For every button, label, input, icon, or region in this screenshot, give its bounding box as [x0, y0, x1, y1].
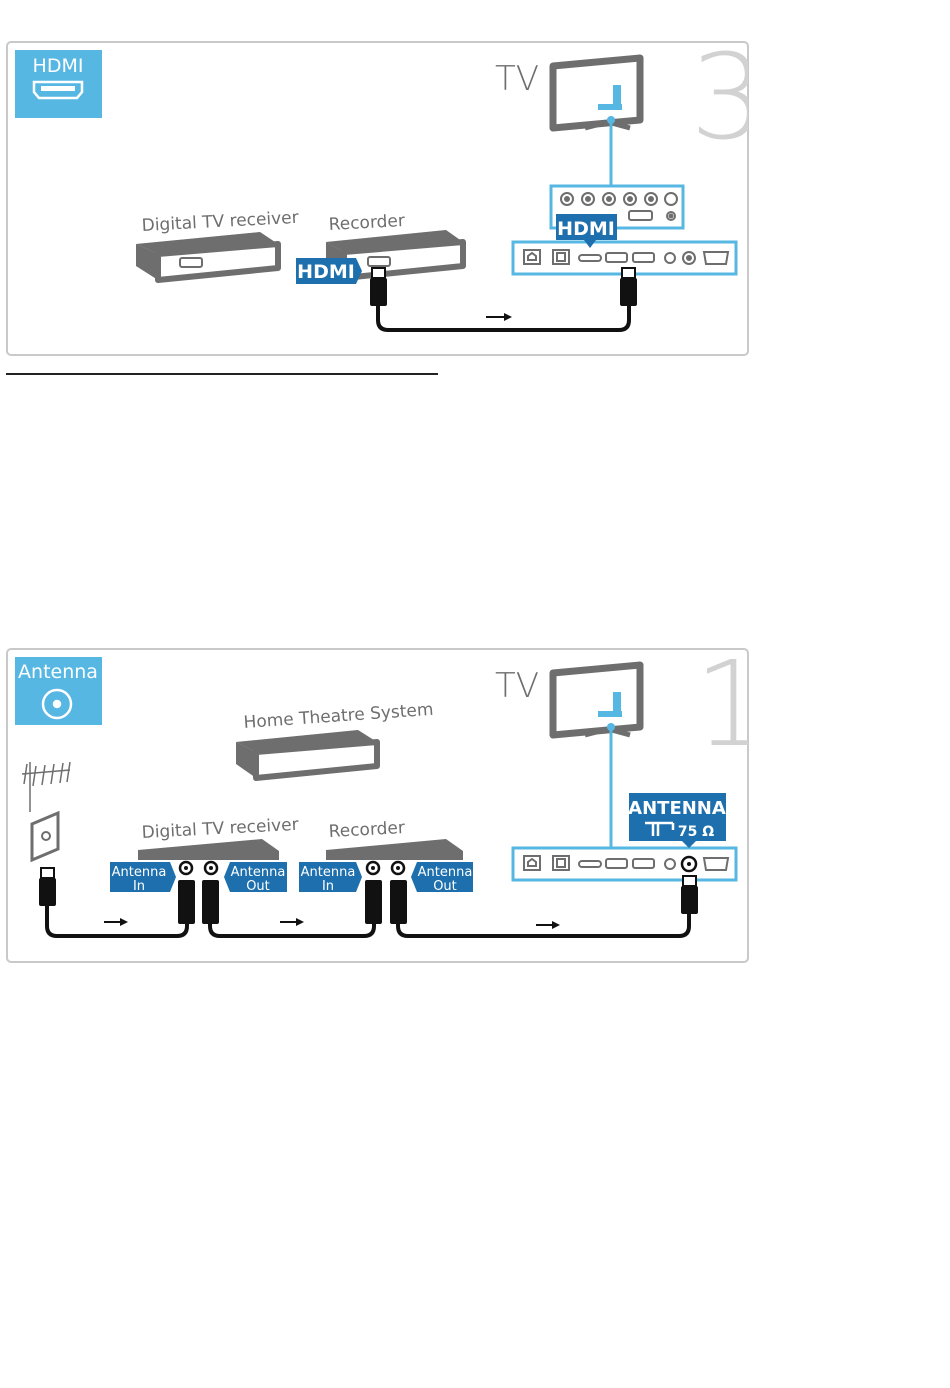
- antenna-icon-box: Antenna: [15, 657, 102, 725]
- hdmi-icon-label: HDMI: [33, 55, 84, 77]
- receiver-antenna-ports: [176, 860, 222, 878]
- hdmi-icon-box: HDMI: [15, 50, 102, 118]
- tv-rear-connector-panel: [513, 848, 736, 880]
- svg-text:75 Ω: 75 Ω: [678, 824, 714, 840]
- recorder-hdmi-port-label: HDMI: [296, 258, 362, 284]
- tv-antenna-port-label: ANTENNA 75 Ω: [628, 793, 726, 848]
- svg-text:In: In: [322, 879, 334, 894]
- svg-text:Antenna: Antenna: [301, 865, 356, 880]
- svg-text:Out: Out: [246, 879, 270, 894]
- step-number: 3: [690, 28, 765, 166]
- svg-text:In: In: [133, 879, 145, 894]
- tv-label: TV: [495, 59, 539, 99]
- section-separator: [6, 373, 438, 375]
- recorder-antenna-ports: [363, 860, 409, 878]
- recorder-label: Recorder: [328, 818, 405, 842]
- svg-text:HDMI: HDMI: [297, 261, 355, 283]
- antenna-connection-diagram: 1 Antenna TV Home Theatre System: [0, 640, 950, 970]
- recorder-antenna-out-label: Antenna Out: [411, 862, 473, 894]
- antenna-icon-label: Antenna: [18, 661, 98, 683]
- svg-text:Antenna: Antenna: [231, 865, 286, 880]
- recorder-antenna-in-label: Antenna In: [299, 862, 362, 894]
- receiver-antenna-in-label: Antenna In: [110, 862, 176, 894]
- svg-text:HDMI: HDMI: [557, 218, 615, 240]
- hdmi-connection-diagram: 3 HDMI TV: [0, 0, 950, 360]
- svg-text:Antenna: Antenna: [112, 865, 167, 880]
- recorder-label: Recorder: [328, 211, 405, 235]
- tv-label: TV: [495, 666, 539, 706]
- svg-text:ANTENNA: ANTENNA: [628, 798, 726, 819]
- receiver-antenna-out-label: Antenna Out: [224, 862, 287, 894]
- step-number: 1: [694, 640, 769, 773]
- svg-text:Out: Out: [433, 879, 457, 894]
- svg-text:Antenna: Antenna: [418, 865, 473, 880]
